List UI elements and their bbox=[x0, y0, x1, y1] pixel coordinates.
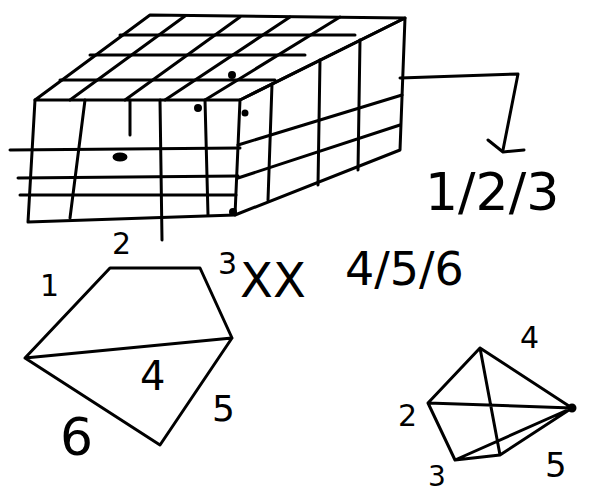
quadrilateral-sketch bbox=[25, 268, 232, 445]
pentagon-graph bbox=[428, 348, 572, 460]
callout-number: 4 bbox=[140, 355, 165, 397]
callout-number: 1/2/3 bbox=[425, 165, 559, 220]
dot bbox=[231, 210, 236, 215]
box-top-grid bbox=[60, 35, 355, 80]
vertex bbox=[569, 405, 575, 411]
box-top bbox=[35, 15, 405, 100]
callout-number: 4/5/6 bbox=[345, 245, 464, 293]
arrowhead bbox=[488, 140, 524, 152]
callout-number: 3 bbox=[428, 462, 446, 491]
box-front-grid bbox=[10, 148, 240, 195]
callout-number: 1 bbox=[40, 270, 59, 302]
box-top-grid bbox=[70, 16, 340, 100]
dot bbox=[230, 73, 235, 78]
callout-number: 2 bbox=[398, 400, 417, 432]
callout-number: 2 bbox=[112, 228, 131, 260]
callout-number: 5 bbox=[212, 390, 235, 428]
callout-number: 3 bbox=[218, 248, 237, 280]
dot bbox=[114, 154, 126, 160]
pointer-arrow bbox=[400, 74, 518, 150]
box-right bbox=[235, 18, 405, 215]
dot bbox=[196, 106, 201, 111]
box-right-grid bbox=[238, 95, 402, 178]
callout-number: XX bbox=[240, 255, 306, 305]
callout-number: 4 bbox=[520, 322, 539, 354]
dot bbox=[243, 111, 247, 115]
callout-number: 5 bbox=[545, 448, 567, 484]
box-right-grid bbox=[268, 40, 360, 200]
box-front-grid bbox=[70, 100, 208, 240]
callout-number: 6 bbox=[60, 410, 93, 465]
